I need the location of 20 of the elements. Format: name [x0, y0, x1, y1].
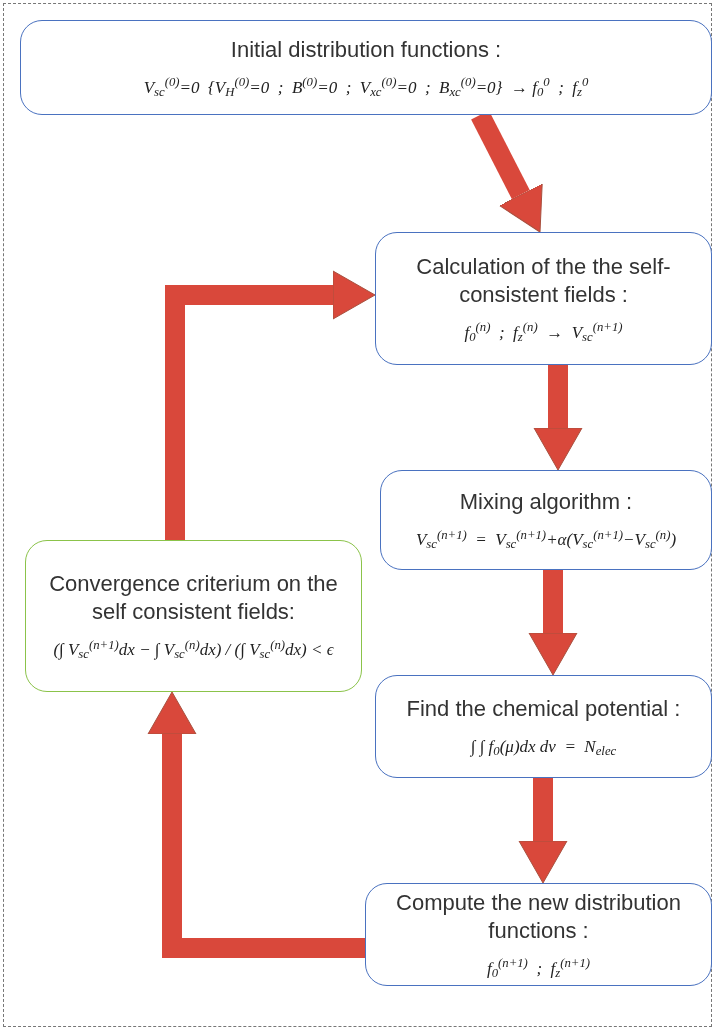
- step-title: Calculation of the the self-consistent fields :: [415, 252, 672, 309]
- process-box: [20, 20, 712, 115]
- formula: (∫ V$_{sc}$$^{(n+1)}$dx − ∫ V$_{sc}$$^{(n)}$dx) / (∫ V$_{sc}$$^{(n)}$dx) < ϵ: [53, 638, 334, 662]
- block-arrow: [528, 570, 578, 676]
- step-title: Convergence criterium on the self consistent fields:: [48, 570, 339, 626]
- block-arrow: [147, 691, 365, 958]
- process-box: [375, 675, 712, 778]
- process-box: [380, 470, 712, 570]
- formula: ∫ ∫ f$_{0}$(μ)dx dv = N$_{elec}$: [470, 735, 617, 759]
- step-title: Initial distribution functions :: [230, 35, 502, 64]
- process-box: [25, 540, 362, 692]
- block-arrow: [165, 270, 376, 540]
- process-box: [365, 883, 712, 986]
- step-title: Mixing algorithm :: [459, 488, 633, 516]
- step-title: Compute the new distribution functions :: [395, 888, 682, 945]
- process-box: [375, 232, 712, 365]
- block-arrow: [533, 365, 583, 471]
- formula: V$_{sc}$$^{(n+1)}$ = V$_{sc}$$^{(n+1)}$+α(V$_{sc}$$^{(n+1)}$−V$_{sc}$$^{(n)}$): [415, 528, 677, 552]
- step-title: Find the chemical potential :: [406, 694, 681, 723]
- block-arrow: [518, 778, 568, 884]
